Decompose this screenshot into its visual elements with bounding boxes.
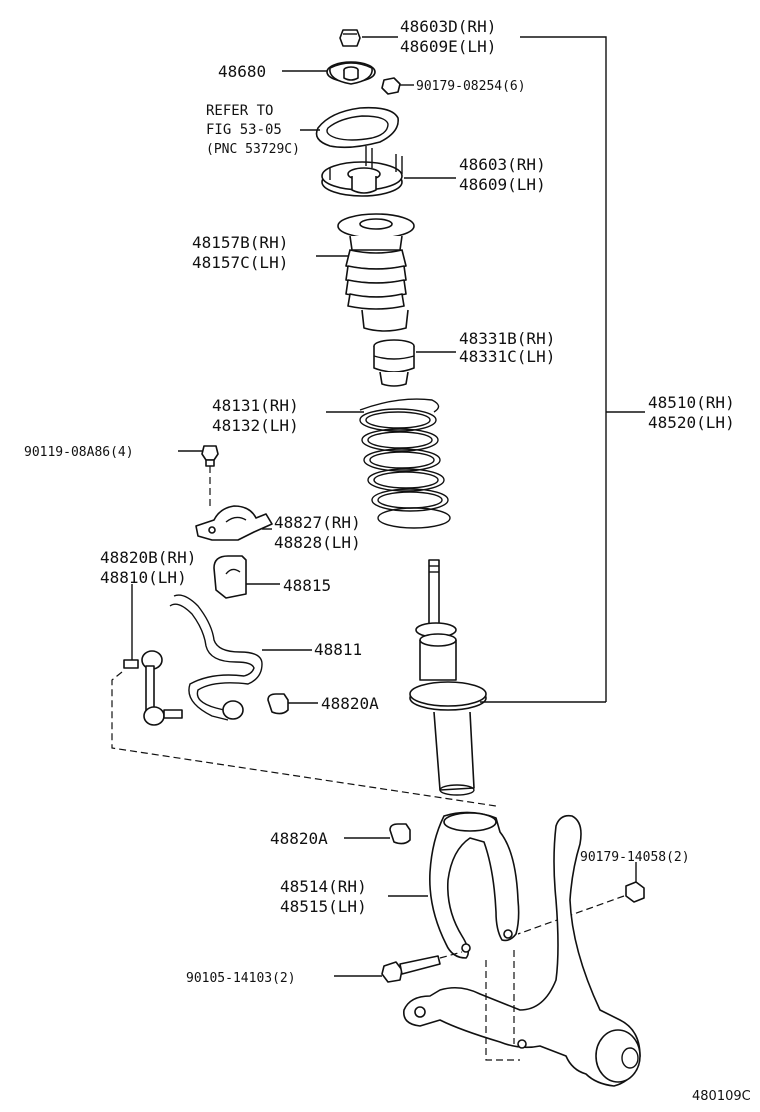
label-plate: 48680 [218,62,266,81]
label-support-rh: 48603(RH) [459,155,546,174]
label-refer-2: FIG 53-05 [206,122,282,138]
diagram-code: 480109C [692,1089,751,1104]
coil-spring-part [359,398,451,529]
stabilizer-bushing-part [213,555,247,599]
label-boot-rh: 48157B(RH) [192,233,288,252]
label-stabilizer: 48811 [314,640,362,659]
steering-knuckle-part [403,814,641,1087]
label-support-lh: 48609(LH) [459,175,546,194]
label-bumper-lh: 48331C(LH) [459,347,555,366]
label-boot-lh: 48157C(LH) [192,253,288,272]
mount-nut-part [339,29,361,47]
label-fork-rh: 48514(RH) [280,877,367,896]
link-bush-upper-part [267,693,289,715]
label-refer-1: REFER TO [206,103,273,119]
label-link-rh: 48820B(RH) [100,548,196,567]
label-spring-rh: 48131(RH) [212,396,299,415]
stabilizer-bracket-part [195,505,273,541]
label-bushing: 48815 [283,576,331,595]
label-bush-a-lower: 48820A [270,829,328,848]
dust-boot-part [337,213,415,332]
label-mount-nut-rh: 48603D(RH) [400,17,496,36]
label-nut-2: 90179-14058(2) [580,850,690,865]
label-bracket-lh: 48828(LH) [274,533,361,552]
link-bush-lower-part [389,823,411,845]
label-mount-nut-lh: 48609E(LH) [400,37,496,56]
label-nut-6: 90179-08254(6) [416,79,526,94]
shock-fork-part [429,811,520,959]
flange-nut-small-part [381,77,401,95]
label-bolt-4: 90119-08A86(4) [24,445,134,460]
label-bush-a-upper: 48820A [321,694,379,713]
upper-plate-part [326,61,376,85]
bump-stopper-part [373,339,415,387]
label-strut-lh: 48520(LH) [648,413,735,432]
label-spring-lh: 48132(LH) [212,416,299,435]
bolt-2-part [381,955,441,983]
label-fork-lh: 48515(LH) [280,897,367,916]
label-link-lh: 48810(LH) [100,568,187,587]
bolt-4-part [201,445,219,467]
dash-knuckle [485,960,520,1061]
gasket-part [315,106,399,149]
dash-bolt-2 [439,951,463,959]
strut-support-part [321,146,403,197]
label-bolt-2: 90105-14103(2) [186,971,296,986]
label-bracket-rh: 48827(RH) [274,513,361,532]
label-strut-rh: 48510(RH) [648,393,735,412]
shock-absorber-part [409,559,487,796]
dash-link [111,671,497,807]
stabilizer-bar-part [169,594,263,721]
label-bumper-rh: 48331B(RH) [459,329,555,348]
flange-nut-2-part [625,881,645,903]
label-refer-3: (PNC 53729C) [206,142,300,157]
stabilizer-link-part [123,650,183,726]
bracket-strut-assembly [520,36,607,702]
